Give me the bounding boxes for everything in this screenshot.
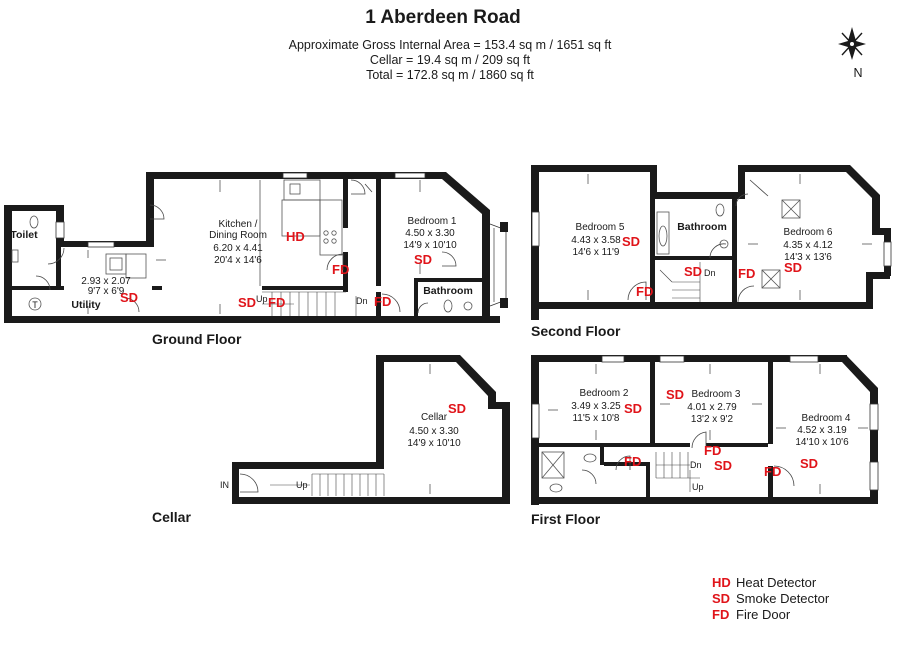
- smoke-detector-first-landing: SD: [714, 458, 732, 473]
- tank-icon: T: [32, 300, 38, 310]
- first-stairs-up: Up: [692, 482, 704, 492]
- fire-door-ground-stairs: FD: [268, 295, 285, 310]
- cellar-dim-m: 4.50 x 3.30: [409, 426, 459, 437]
- legend-label-hd: Heat Detector: [736, 575, 817, 590]
- toilet-label: Toilet: [10, 229, 38, 241]
- compass-icon: [838, 27, 866, 60]
- bedroom-6-dim-m: 4.35 x 4.12: [783, 240, 833, 251]
- utility-label: Utility: [71, 299, 100, 311]
- bedroom-4-label: Bedroom 4: [802, 413, 851, 424]
- bedroom-2-dim-ft: 11'5 x 10'8: [572, 413, 619, 424]
- bedroom-5-label: Bedroom 5: [576, 222, 625, 233]
- bedroom-1-dim-m: 4.50 x 3.30: [405, 228, 455, 239]
- ground-stairs-dn: Dn: [356, 296, 368, 306]
- smoke-detector-utility: SD: [120, 290, 138, 305]
- bedroom-4-dim-m: 4.52 x 3.19: [797, 425, 847, 436]
- bedroom-4-dim-ft: 14'10 x 10'6: [795, 437, 849, 448]
- kitchen-label-2: Dining Room: [209, 230, 267, 241]
- kitchen-dim-ft: 20'4 x 14'6: [214, 255, 262, 266]
- smoke-detector-bedroom-3: SD: [666, 387, 684, 402]
- smoke-detector-cellar: SD: [448, 401, 466, 416]
- legend-label-sd: Smoke Detector: [736, 591, 830, 606]
- first-floor-plan: Bedroom 2 3.49 x 3.25 11'5 x 10'8 Bedroo…: [531, 355, 879, 505]
- legend-code-sd: SD: [712, 591, 730, 606]
- fire-door-bedroom-3: FD: [704, 443, 721, 458]
- smoke-detector-bedroom-6: SD: [784, 260, 802, 275]
- smoke-detector-ground-hall: SD: [238, 295, 256, 310]
- kitchen-label-1: Kitchen /: [219, 219, 258, 230]
- bedroom-2-label: Bedroom 2: [580, 388, 629, 399]
- cellar-plan: Cellar 4.50 x 3.30 14'9 x 10'10 IN Up SD: [220, 355, 510, 504]
- second-bathroom-label: Bathroom: [677, 221, 727, 233]
- smoke-detector-second-landing: SD: [684, 264, 702, 279]
- area-main: Approximate Gross Internal Area = 153.4 …: [289, 38, 612, 52]
- first-floor-label: First Floor: [531, 511, 601, 527]
- bedroom-3-dim-m: 4.01 x 2.79: [687, 402, 737, 413]
- bedroom-3-label: Bedroom 3: [692, 389, 741, 400]
- first-stairs-dn: Dn: [690, 460, 702, 470]
- legend: HD Heat Detector SD Smoke Detector FD Fi…: [712, 575, 830, 622]
- bedroom-2-dim-m: 3.49 x 3.25: [571, 401, 621, 412]
- cellar-dim-ft: 14'9 x 10'10: [407, 438, 461, 449]
- cellar-stairs-up: Up: [296, 480, 308, 490]
- smoke-detector-bedroom-4: SD: [800, 456, 818, 471]
- legend-code-hd: HD: [712, 575, 731, 590]
- ground-floor-label: Ground Floor: [152, 331, 242, 347]
- ground-bathroom-label: Bathroom: [423, 285, 473, 297]
- heat-detector-kitchen: HD: [286, 229, 305, 244]
- second-stairs-dn: Dn: [704, 268, 716, 278]
- fire-door-bedroom-2: FD: [624, 454, 641, 469]
- bedroom-1-dim-ft: 14'9 x 10'10: [403, 240, 457, 251]
- smoke-detector-bedroom-2: SD: [624, 401, 642, 416]
- bedroom-6-label: Bedroom 6: [784, 227, 833, 238]
- area-total: Total = 172.8 sq m / 1860 sq ft: [366, 68, 534, 82]
- compass-north-label: N: [853, 66, 862, 80]
- fire-door-ground-hall: FD: [374, 294, 391, 309]
- bedroom-5-dim-ft: 14'6 x 11'9: [572, 247, 619, 258]
- bedroom-1-label: Bedroom 1: [408, 216, 457, 227]
- fire-door-kitchen: FD: [332, 262, 349, 277]
- cellar-room-label: Cellar: [421, 412, 448, 423]
- second-floor-label: Second Floor: [531, 323, 621, 339]
- fire-door-bedroom-6: FD: [738, 266, 755, 281]
- legend-code-fd: FD: [712, 607, 729, 622]
- bedroom-5-dim-m: 4.43 x 3.58: [571, 235, 621, 246]
- ground-stairs-up: Up: [256, 294, 268, 304]
- cellar-label: Cellar: [152, 509, 191, 525]
- ground-floor-plan: T: [4, 172, 508, 323]
- fire-door-bedroom-4: FD: [764, 464, 781, 479]
- fire-door-bedroom-5: FD: [636, 284, 653, 299]
- plan-title: 1 Aberdeen Road: [365, 7, 521, 28]
- legend-label-fd: Fire Door: [736, 607, 791, 622]
- area-cellar: Cellar = 19.4 sq m / 209 sq ft: [370, 53, 531, 67]
- bedroom-6-dim-ft: 14'3 x 13'6: [784, 252, 832, 263]
- second-floor-plan: Bedroom 5 4.43 x 3.58 14'6 x 11'9 Bathro…: [531, 165, 892, 320]
- utility-dim-ft: 9'7 x 6'9: [88, 286, 125, 297]
- smoke-detector-bedroom-5: SD: [622, 234, 640, 249]
- smoke-detector-bedroom-1: SD: [414, 252, 432, 267]
- kitchen-dim-m: 6.20 x 4.41: [213, 243, 263, 254]
- bedroom-3-dim-ft: 13'2 x 9'2: [691, 414, 734, 425]
- cellar-entrance-in: IN: [220, 480, 229, 490]
- utility-dim-m: 2.93 x 2.07: [81, 276, 131, 287]
